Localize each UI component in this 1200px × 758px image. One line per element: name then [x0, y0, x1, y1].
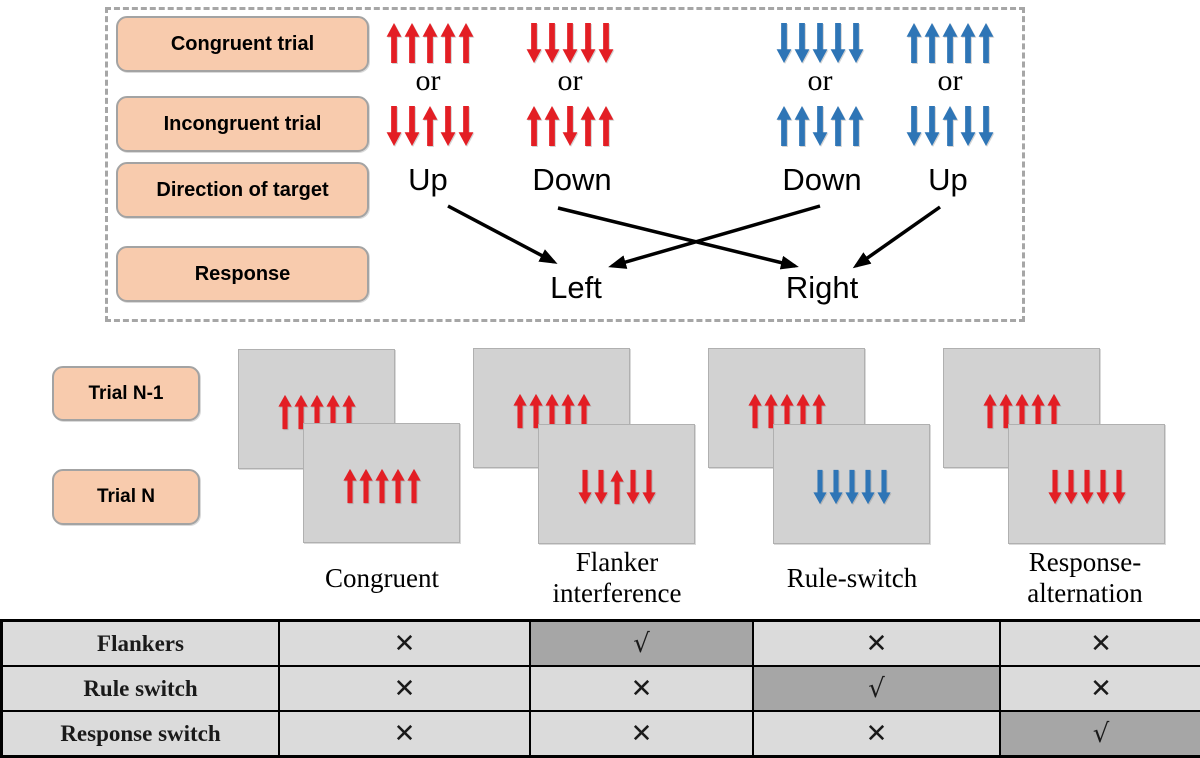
- incongruent-arrows-col1: [385, 105, 475, 147]
- direction-label-col4: Up: [928, 162, 968, 197]
- congruent-arrows-col3: [775, 22, 865, 64]
- table-cell: ✕: [279, 621, 530, 666]
- condition-label-line: interference: [552, 578, 682, 608]
- label-congruent-trial-text: Congruent trial: [170, 32, 315, 55]
- table-cell: ✕: [530, 666, 753, 711]
- response-left-label: Left: [550, 270, 602, 305]
- condition-label-line: Congruent: [325, 562, 439, 593]
- card-arrows: [342, 468, 422, 504]
- condition-properties-table: Flankers ✕ √ ✕ ✕ Rule switch ✕ ✕ √ ✕ Res…: [0, 619, 1200, 758]
- or-label-col1: or: [415, 64, 441, 97]
- table-cell: ✕: [753, 621, 1000, 666]
- label-trial-n-text: Trial N: [96, 486, 156, 507]
- table-check-cell: √: [753, 666, 1000, 711]
- card-flanker-trial-n: [538, 424, 695, 544]
- label-response-text: Response: [194, 262, 291, 285]
- label-trial-n-1-text: Trial N-1: [88, 382, 164, 404]
- condition-label-line: alternation: [1027, 578, 1143, 608]
- or-label-col4: or: [937, 64, 963, 97]
- or-label-col2: or: [557, 64, 583, 97]
- card-arrows: [982, 393, 1062, 429]
- label-response: Response: [116, 246, 369, 302]
- card-arrows: [812, 469, 892, 505]
- congruent-arrows-col2: [525, 22, 615, 64]
- congruent-arrows-col1: [385, 22, 475, 64]
- table-cell: ✕: [530, 711, 753, 756]
- incongruent-arrows-col3: [775, 105, 865, 147]
- condition-label-response-alternation: Response- alternation: [970, 546, 1200, 610]
- direction-label-col3: Down: [782, 162, 862, 197]
- congruent-arrows-col4: [905, 22, 995, 64]
- card-response-alt-trial-n: [1008, 424, 1165, 544]
- label-incongruent-trial: Incongruent trial: [116, 96, 369, 152]
- table-row-header-flankers: Flankers: [2, 621, 279, 666]
- table-check-cell: √: [530, 621, 753, 666]
- table-row-header-response-switch: Response switch: [2, 711, 279, 756]
- label-direction-of-target: Direction of target: [116, 162, 369, 218]
- label-direction-of-target-text: Direction of target: [156, 178, 329, 201]
- label-trial-n: Trial N: [52, 469, 200, 525]
- table-cell: ✕: [279, 666, 530, 711]
- table-cell: ✕: [279, 711, 530, 756]
- incongruent-arrows-col2: [525, 105, 615, 147]
- card-arrows: [577, 469, 657, 505]
- table-cell: ✕: [1000, 666, 1200, 711]
- condition-label-line: Flanker: [575, 547, 659, 577]
- direction-label-col2: Down: [532, 162, 612, 197]
- condition-label-line: Response-: [1028, 547, 1142, 577]
- condition-label-congruent: Congruent: [267, 546, 497, 610]
- condition-label-flanker-interference: Flanker interference: [502, 546, 732, 610]
- card-arrows: [747, 393, 827, 429]
- table-cell: ✕: [753, 711, 1000, 756]
- table-check-cell: √: [1000, 711, 1200, 756]
- incongruent-arrows-col4: [905, 105, 995, 147]
- table-row-header-rule-switch: Rule switch: [2, 666, 279, 711]
- or-label-col3: or: [807, 64, 833, 97]
- card-arrows: [277, 394, 357, 430]
- card-arrows: [1047, 469, 1127, 505]
- condition-label-line: Rule-switch: [786, 562, 918, 593]
- direction-label-col1: Up: [408, 162, 448, 197]
- condition-label-rule-switch: Rule-switch: [737, 546, 967, 610]
- label-congruent-trial: Congruent trial: [116, 16, 369, 72]
- card-congruent-trial-n: [303, 423, 460, 543]
- label-trial-n-1: Trial N-1: [52, 366, 200, 421]
- response-right-label: Right: [785, 270, 859, 305]
- label-incongruent-trial-text: Incongruent trial: [163, 112, 322, 135]
- card-rule-switch-trial-n: [773, 424, 930, 544]
- table-cell: ✕: [1000, 621, 1200, 666]
- card-arrows: [512, 393, 592, 429]
